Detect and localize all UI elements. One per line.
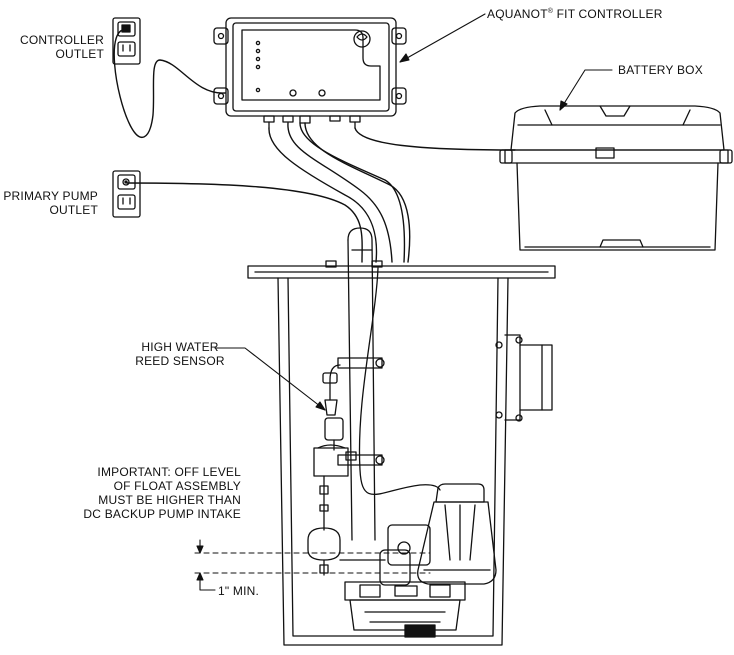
aquanot-controller-label: AQUANOT® FIT CONTROLLER [487,7,663,21]
controller-cables [268,122,516,263]
primary-pump-outlet-receptacle [112,170,141,218]
primary-pump-outlet-label-line2: OUTLET [49,203,98,217]
registered-mark: ® [547,8,554,15]
high-water-sensor-label: HIGH WATER REED SENSOR [130,340,230,368]
controller-outlet-label-line2: OUTLET [55,47,104,61]
discharge-pipe [337,227,385,541]
primary-pump-outlet-label-line1: PRIMARY PUMP [3,189,98,203]
high-water-sensor-label-line1: HIGH WATER [141,340,219,354]
battery-box-label: BATTERY BOX [618,63,703,77]
controller-outlet-receptacle [112,17,141,65]
min-spacing-label: 1" MIN. [218,584,259,598]
high-water-sensor-label-line2: REED SENSOR [135,354,225,368]
float-assembly [307,364,357,576]
primary-pump-cord [126,182,363,263]
aquanot-controller [213,17,407,129]
important-note-line4: DC BACKUP PUMP INTAKE [83,507,241,521]
controller-suffix: FIT CONTROLLER [553,7,663,21]
controller-outlet-label: CONTROLLER OUTLET [0,33,104,61]
important-note-line1: IMPORTANT: OFF LEVEL [97,465,241,479]
controller-power-cord [113,29,226,138]
important-note: IMPORTANT: OFF LEVEL OF FLOAT ASSEMBLY M… [60,465,241,521]
sump-basin [247,260,556,646]
primary-pump [344,581,466,638]
controller-outlet-label-line1: CONTROLLER [19,33,104,47]
controller-brand: AQUANOT [487,7,548,21]
important-note-line2: OF FLOAT ASSEMBLY [113,479,241,493]
leader-lines [194,13,613,591]
important-note-line3: MUST BE HIGHER THAN [98,493,241,507]
dc-backup-pump [339,483,497,586]
battery-box [499,105,733,251]
float-cable [358,267,441,496]
primary-pump-outlet-label: PRIMARY PUMP OUTLET [0,189,98,217]
